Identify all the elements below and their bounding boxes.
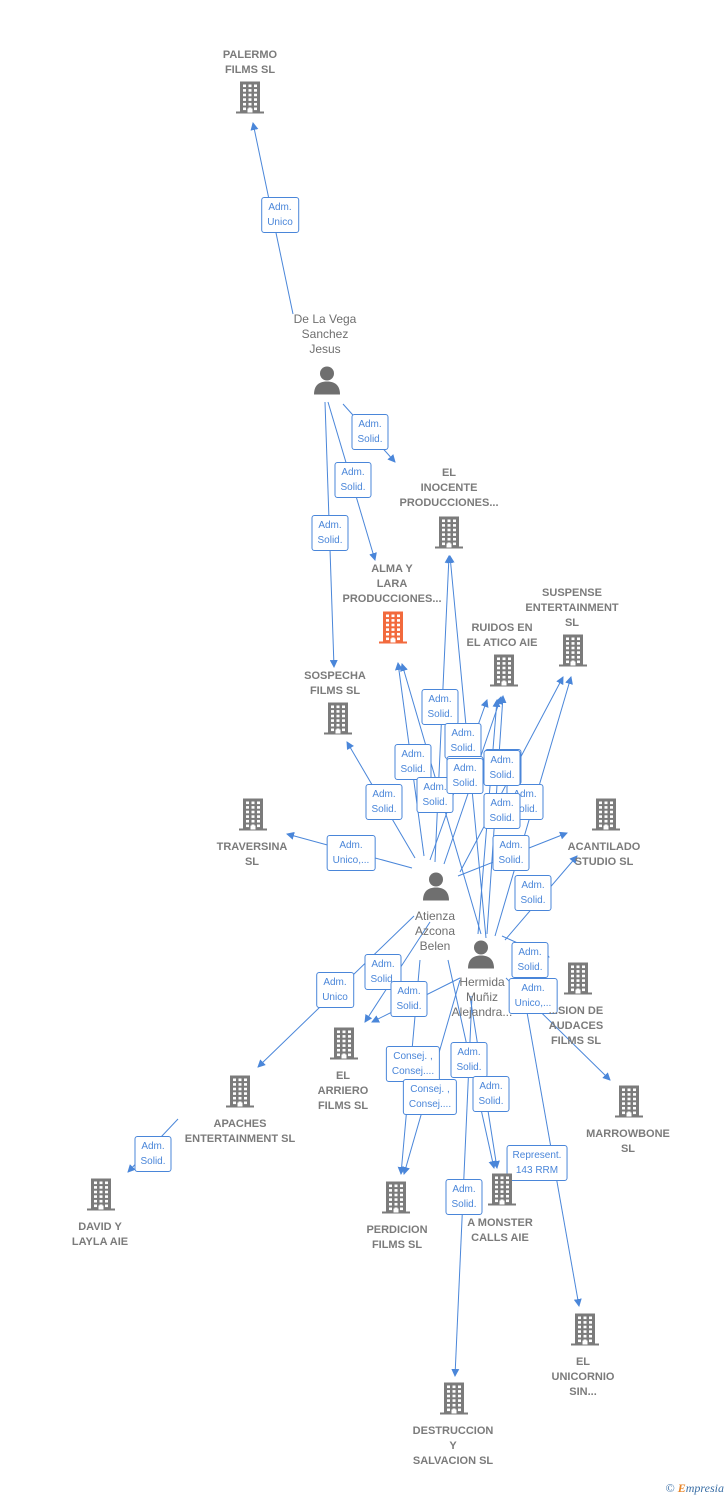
relation-label[interactable]: Adm. Solid.: [492, 835, 530, 871]
relation-label[interactable]: Adm. Solid.: [450, 1042, 488, 1078]
person-icon[interactable]: [466, 939, 496, 974]
building-icon[interactable]: [234, 80, 266, 121]
relation-label[interactable]: Adm. Solid.: [445, 1179, 483, 1215]
relation-label[interactable]: Adm. Solid.: [511, 942, 549, 978]
relation-label[interactable]: Adm. Solid.: [394, 744, 432, 780]
node-label-acantilado[interactable]: ACANTILADO STUDIO SL: [567, 841, 641, 868]
node-label-david[interactable]: DAVID Y LAYLA AIE: [71, 1221, 129, 1248]
relation-label[interactable]: Adm. Solid.: [472, 1076, 510, 1112]
brand-footer: © Empresia: [666, 1481, 724, 1496]
node-label-monster[interactable]: A MONSTER CALLS AIE: [467, 1217, 533, 1244]
relation-label[interactable]: Adm. Solid.: [483, 750, 521, 786]
relation-label[interactable]: Adm. Unico: [316, 972, 354, 1008]
building-icon[interactable]: [486, 1172, 518, 1213]
building-icon[interactable]: [438, 1381, 470, 1422]
node-label-hermida[interactable]: Hermida Muñiz Alejandra...: [451, 975, 513, 1019]
person-icon[interactable]: [312, 365, 342, 400]
relation-label[interactable]: Adm. Unico,...: [326, 835, 376, 871]
relation-label[interactable]: Adm. Unico,...: [508, 978, 558, 1014]
building-icon[interactable]: [562, 961, 594, 1002]
building-icon[interactable]: [322, 701, 354, 742]
brand-logo-text: mpresia: [685, 1481, 724, 1495]
node-label-atienza[interactable]: Atienza Azcona Belen: [414, 909, 456, 953]
node-label-inocente[interactable]: EL INOCENTE PRODUCCIONES...: [399, 467, 499, 509]
relation-label[interactable]: Adm. Solid.: [134, 1136, 172, 1172]
node-label-suspense[interactable]: SUSPENSE ENTERTAINMENT SL: [525, 587, 619, 629]
building-icon[interactable]: [613, 1084, 645, 1125]
relation-label[interactable]: Adm. Solid.: [444, 723, 482, 759]
building-icon[interactable]: [488, 653, 520, 694]
relation-label[interactable]: Adm. Solid.: [334, 462, 372, 498]
relation-label[interactable]: Adm. Solid.: [483, 793, 521, 829]
focus-building-icon[interactable]: [377, 610, 409, 651]
relation-label[interactable]: Adm. Solid.: [390, 981, 428, 1017]
building-icon[interactable]: [224, 1074, 256, 1115]
relation-label[interactable]: Adm. Unico: [261, 197, 299, 233]
node-label-sospecha[interactable]: SOSPECHA FILMS SL: [304, 670, 366, 697]
building-icon[interactable]: [237, 797, 269, 838]
node-label-alma[interactable]: ALMA Y LARA PRODUCCIONES...: [342, 563, 442, 605]
building-icon[interactable]: [380, 1180, 412, 1221]
node-label-palermo[interactable]: PALERMO FILMS SL: [222, 49, 278, 76]
copyright-symbol: ©: [665, 1481, 675, 1495]
relation-label[interactable]: Represent. 143 RRM: [506, 1145, 568, 1181]
node-label-destruccion[interactable]: DESTRUCCION Y SALVACION SL: [412, 1425, 494, 1467]
building-icon[interactable]: [328, 1026, 360, 1067]
brand-logo-initial: E: [677, 1481, 686, 1495]
relation-label[interactable]: Adm. Solid.: [365, 784, 403, 820]
relation-label[interactable]: Adm. Solid.: [351, 414, 389, 450]
building-icon[interactable]: [433, 515, 465, 556]
building-icon[interactable]: [590, 797, 622, 838]
node-label-traversina[interactable]: TRAVERSINA SL: [216, 841, 288, 868]
node-label-unicornio[interactable]: EL UNICORNIO SIN...: [551, 1356, 615, 1398]
node-label-ruidos[interactable]: RUIDOS EN EL ATICO AIE: [466, 622, 538, 649]
node-label-apaches[interactable]: APACHES ENTERTAINMENT SL: [184, 1118, 296, 1145]
relation-label[interactable]: Adm. Solid.: [421, 689, 459, 725]
relation-label[interactable]: Consej. , Consej....: [402, 1079, 458, 1115]
relation-label[interactable]: Adm. Solid.: [514, 875, 552, 911]
relation-label[interactable]: Adm. Solid.: [311, 515, 349, 551]
node-label-perdicion[interactable]: PERDICION FILMS SL: [366, 1224, 428, 1251]
person-icon[interactable]: [421, 871, 451, 906]
building-icon[interactable]: [557, 633, 589, 674]
building-icon[interactable]: [85, 1177, 117, 1218]
node-label-audaces[interactable]: ...SION DE AUDACES FILMS SL: [548, 1005, 604, 1047]
relation-label[interactable]: Consej. , Consej....: [385, 1046, 441, 1082]
relation-label[interactable]: Adm. Solid.: [446, 758, 484, 794]
building-icon[interactable]: [569, 1312, 601, 1353]
node-label-delavega[interactable]: De La Vega Sanchez Jesus: [293, 312, 357, 356]
node-label-arriero[interactable]: EL ARRIERO FILMS SL: [317, 1070, 369, 1112]
node-label-marrowbone[interactable]: MARROWBONE SL: [586, 1128, 670, 1155]
